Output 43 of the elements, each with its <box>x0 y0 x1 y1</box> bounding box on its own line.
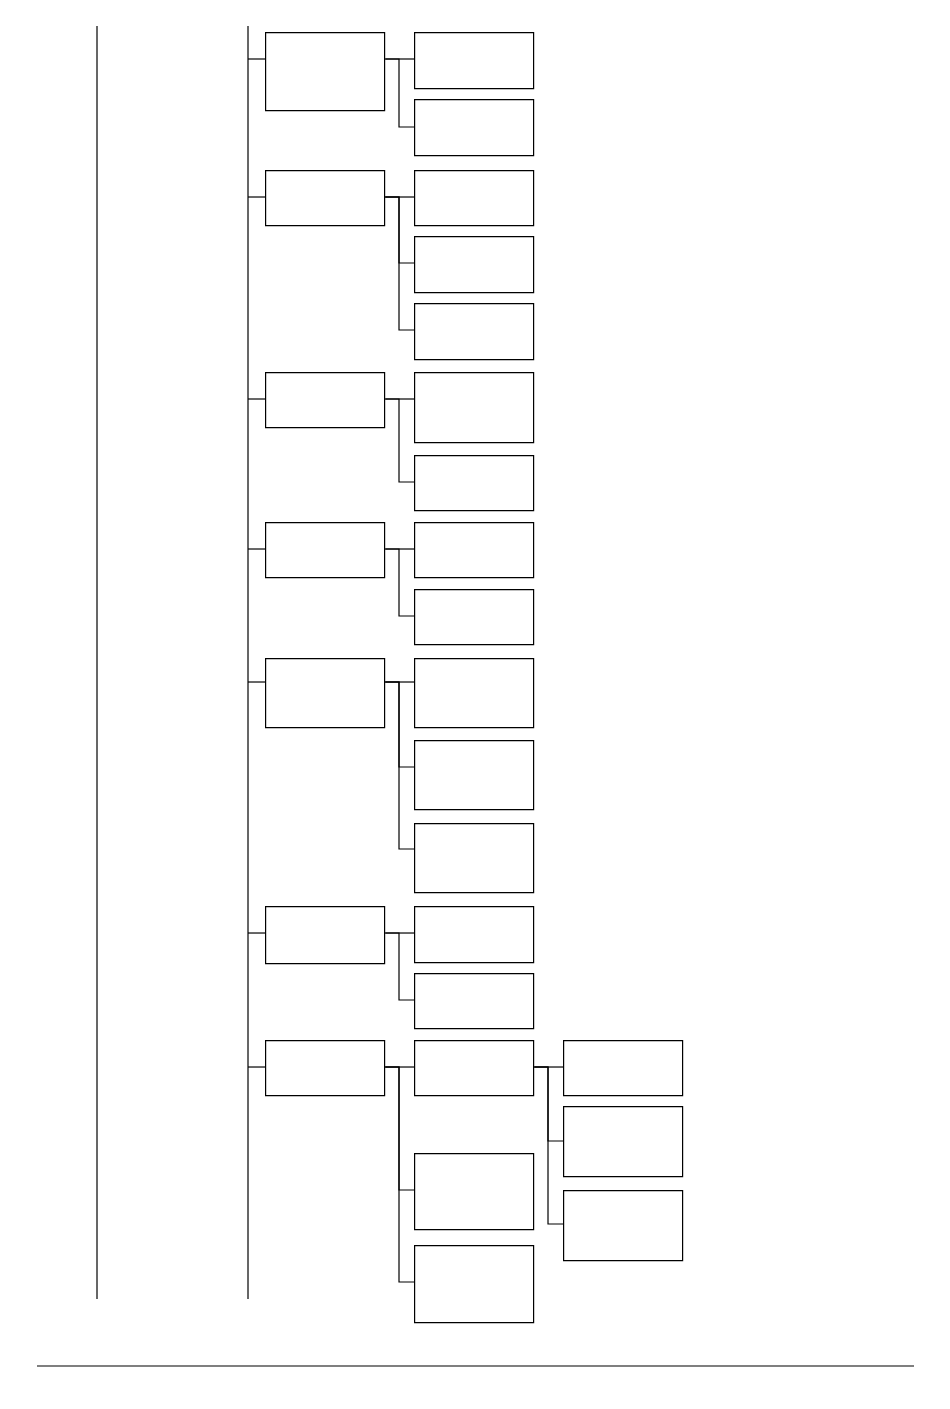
connector-line <box>384 58 415 128</box>
connector-line <box>247 196 266 198</box>
empty-box <box>414 522 535 579</box>
empty-box <box>563 1106 684 1178</box>
connector-line <box>384 196 415 331</box>
connector-line <box>384 548 415 617</box>
empty-box <box>414 973 535 1030</box>
empty-box <box>414 455 535 512</box>
empty-box <box>414 740 535 811</box>
empty-box <box>414 658 535 729</box>
empty-box <box>265 522 386 579</box>
connector-line <box>247 1066 266 1068</box>
connector-line <box>247 932 266 934</box>
empty-box <box>414 1040 535 1097</box>
empty-box <box>265 906 386 965</box>
empty-box <box>265 170 386 227</box>
empty-box <box>563 1190 684 1262</box>
empty-box <box>414 1153 535 1231</box>
empty-box <box>414 236 535 294</box>
empty-box <box>265 372 386 429</box>
empty-box <box>414 32 535 90</box>
connector-line <box>533 1066 564 1225</box>
connector-line <box>247 58 266 60</box>
empty-box <box>414 372 535 444</box>
empty-box <box>414 1245 535 1324</box>
connector-line <box>247 25 249 1300</box>
connector-line <box>247 398 266 400</box>
connector-line <box>384 398 415 483</box>
connector-line <box>384 1066 415 1283</box>
connector-line <box>247 681 266 683</box>
empty-box <box>265 658 386 729</box>
empty-box <box>414 170 535 227</box>
empty-box <box>414 823 535 894</box>
empty-box <box>414 303 535 361</box>
empty-box <box>414 589 535 646</box>
empty-box <box>414 906 535 964</box>
empty-box <box>414 99 535 157</box>
connector-line <box>384 932 415 1001</box>
empty-box <box>563 1040 684 1097</box>
empty-box <box>265 32 386 112</box>
connector-line <box>384 681 415 850</box>
empty-box <box>265 1040 386 1097</box>
connector-line <box>247 548 266 550</box>
